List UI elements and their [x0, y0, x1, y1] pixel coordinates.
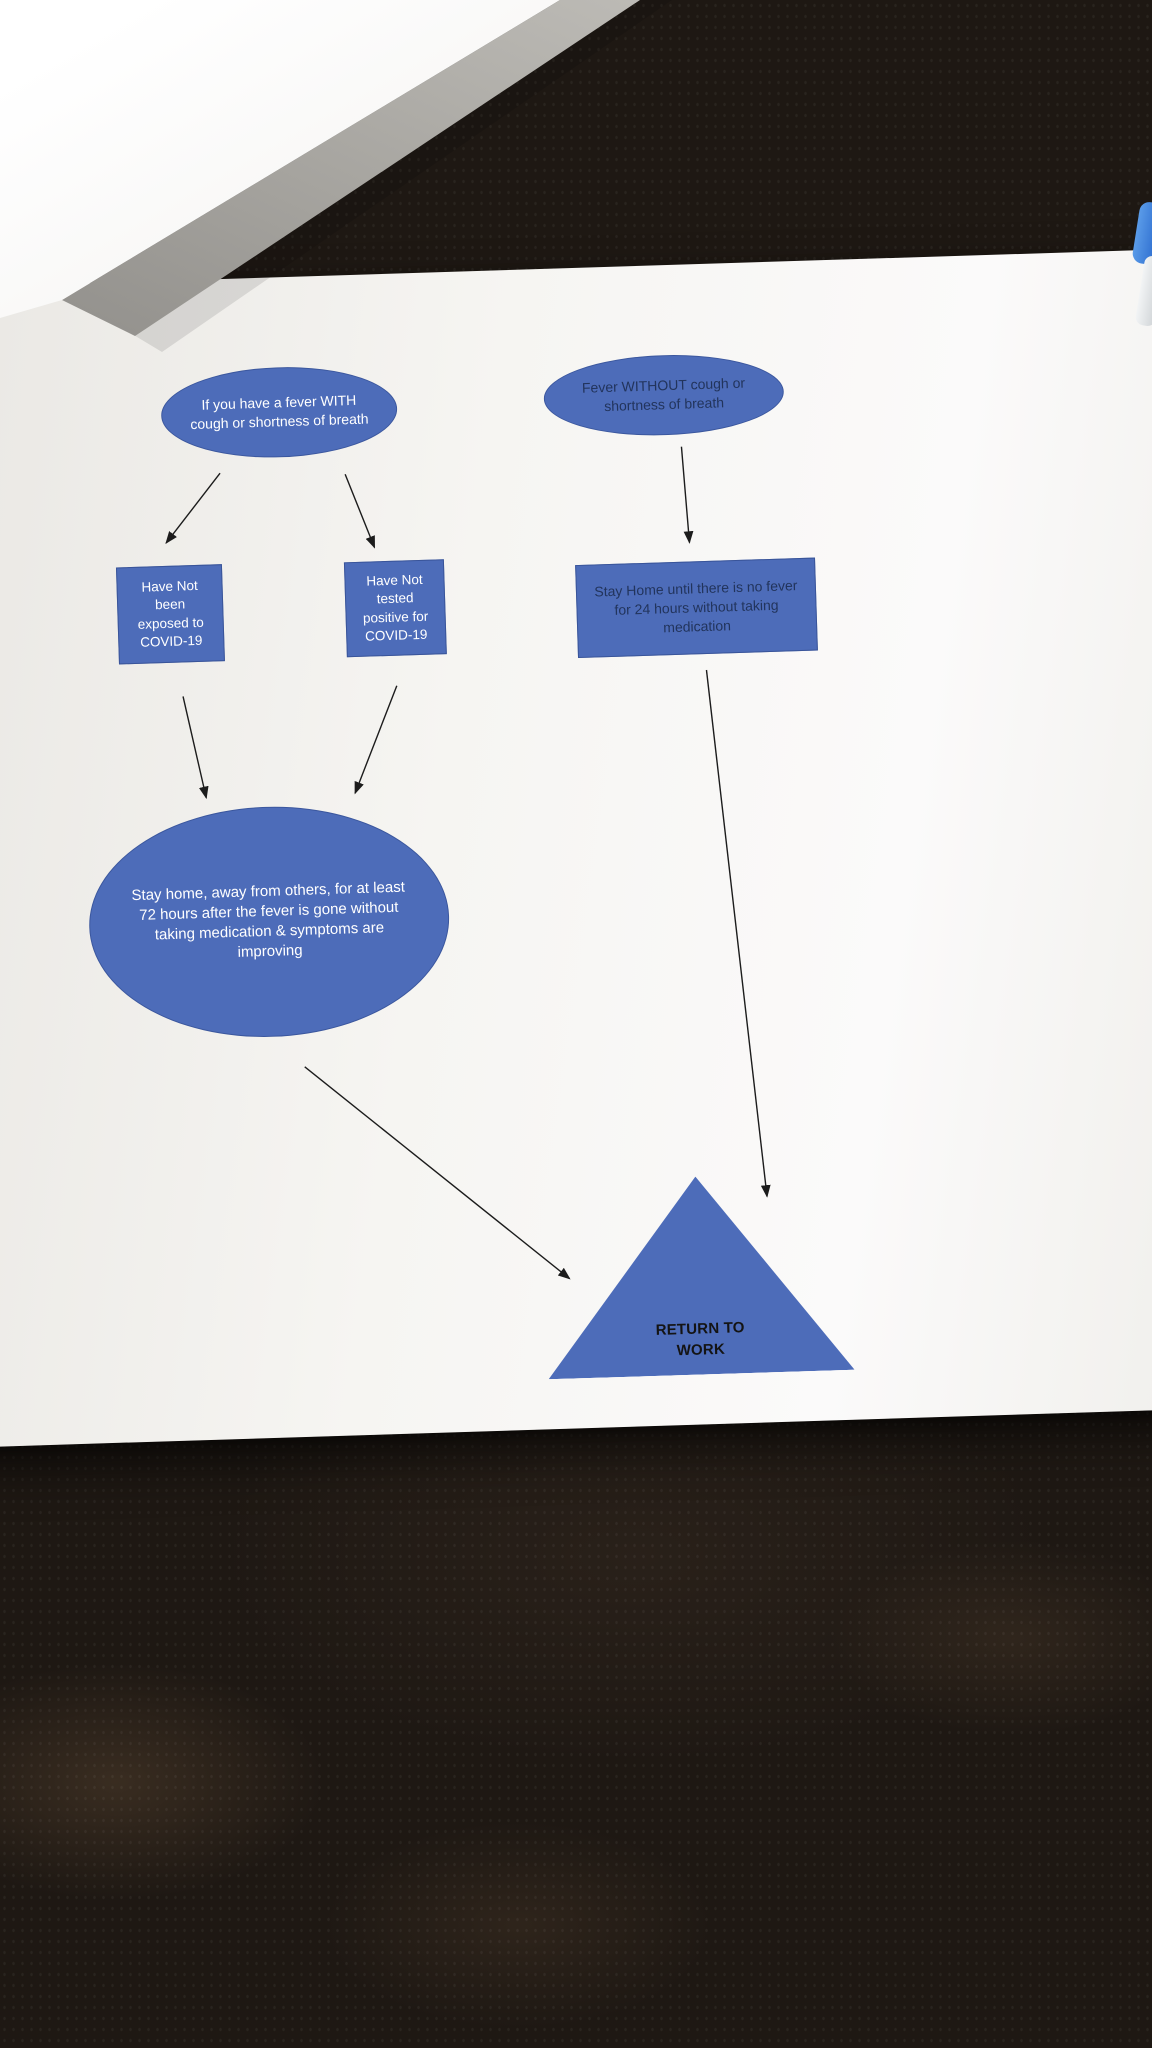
node-return-to-work-label: RETURN TO WORK — [655, 1319, 745, 1360]
node-not-exposed: Have Not been exposed to COVID-19 — [115, 564, 225, 665]
node-stay-home-72h-label: Stay home, away from others, for at leas… — [131, 878, 406, 962]
covid-return-to-work-flowchart: If you have a fever WITH cough or shortn… — [0, 248, 1152, 1448]
pen — [1124, 198, 1152, 328]
node-not-tested-positive: Have Not tested positive for COVID-19 — [343, 559, 447, 658]
arrow-stay72-to-return — [304, 1066, 571, 1280]
node-stay-home-24h: Stay Home until there is no fever for 24… — [575, 557, 818, 659]
arrow-feverwithout-to-stay24 — [680, 446, 694, 544]
node-stay-home-24h-label: Stay Home until there is no fever for 24… — [594, 577, 798, 636]
node-not-exposed-label: Have Not been exposed to COVID-19 — [137, 578, 204, 650]
paper-sheet: If you have a fever WITH cough or shortn… — [0, 248, 1152, 1448]
arrow-feverwith-to-notexposed — [165, 472, 221, 545]
pen-body — [1134, 254, 1152, 328]
turned-page — [0, 0, 1152, 420]
arrow-feverwith-to-nottested — [344, 473, 376, 549]
arrow-notexposed-to-stay72 — [182, 696, 209, 800]
arrow-nottested-to-stay72 — [354, 685, 398, 795]
arrow-stay24-to-return — [705, 669, 771, 1198]
node-not-tested-positive-label: Have Not tested positive for COVID-19 — [362, 571, 429, 644]
flow-arrows — [165, 446, 771, 1280]
